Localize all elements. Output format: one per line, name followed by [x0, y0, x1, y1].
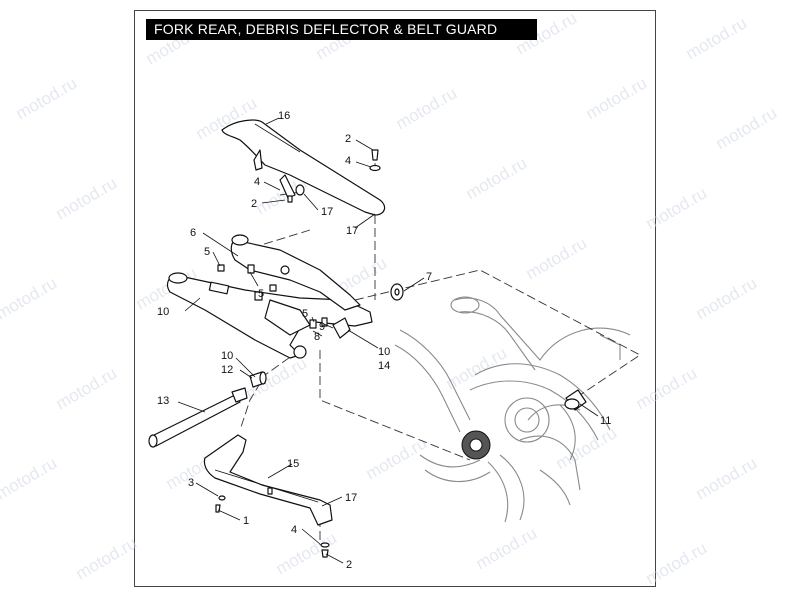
- callout-10: 10: [378, 346, 390, 358]
- diagram-title: FORK REAR, DEBRIS DEFLECTOR & BELT GUARD: [146, 19, 537, 40]
- callout-16: 16: [278, 110, 290, 122]
- callout-3: 3: [188, 477, 194, 489]
- callout-11: 11: [600, 415, 611, 427]
- callout-4: 4: [254, 176, 260, 188]
- watermark: motod.ru: [53, 173, 121, 223]
- pivot-bearings: [309, 317, 351, 339]
- watermark: motod.ru: [393, 83, 461, 133]
- callout-17: 17: [346, 225, 358, 237]
- callout-10: 10: [221, 350, 233, 362]
- watermark: motod.ru: [273, 528, 341, 578]
- callout-17: 17: [345, 492, 357, 504]
- debris-deflector: [203, 434, 333, 526]
- callout-8: 8: [314, 331, 320, 343]
- callout-7: 7: [426, 271, 432, 283]
- watermark: motod.ru: [643, 538, 711, 588]
- watermark: motod.ru: [13, 73, 81, 123]
- callout-14: 14: [378, 360, 390, 372]
- callout-12: 12: [221, 364, 233, 376]
- callout-numbers: 16 2 4 4 2 17 17 6 5 5 7 10 5 9 8 10 14 …: [157, 110, 611, 571]
- bushing-12: [249, 371, 267, 388]
- watermark: motod.ru: [0, 273, 60, 323]
- callout-2: 2: [346, 559, 352, 571]
- callout-9: 9: [319, 321, 325, 333]
- watermark: motod.ru: [693, 453, 761, 503]
- callout-13: 13: [157, 395, 169, 407]
- watermark: motod.ru: [363, 433, 431, 483]
- watermark: motod.ru: [463, 153, 531, 203]
- watermark: motod.ru: [713, 103, 781, 153]
- callout-10: 10: [157, 306, 169, 318]
- watermark: motod.ru: [633, 363, 701, 413]
- watermark-layer: motod.ru motod.ru motod.ru motod.ru moto…: [0, 8, 780, 588]
- watermark: motod.ru: [53, 363, 121, 413]
- watermark: motod.ru: [0, 453, 60, 503]
- leader-lines: [177, 117, 599, 564]
- watermark: motod.ru: [523, 233, 591, 283]
- pivot-shaft: [148, 387, 248, 448]
- callout-17: 17: [321, 206, 333, 218]
- callout-5: 5: [204, 246, 210, 258]
- watermark: motod.ru: [473, 523, 541, 573]
- washer-7: [390, 283, 404, 301]
- callout-2: 2: [251, 198, 257, 210]
- watermark: motod.ru: [643, 183, 711, 233]
- frame-ghost-illustration: [394, 296, 631, 523]
- watermark: motod.ru: [73, 533, 141, 583]
- callout-2: 2: [345, 133, 351, 145]
- callout-5: 5: [258, 288, 264, 300]
- fasteners: [215, 149, 381, 558]
- watermark: motod.ru: [583, 73, 651, 123]
- callout-15: 15: [287, 458, 299, 470]
- callout-5: 5: [302, 308, 308, 320]
- belt-guard: [221, 119, 386, 216]
- callout-1: 1: [243, 515, 249, 527]
- watermark: motod.ru: [553, 423, 621, 473]
- rear-fork-swingarm: [166, 234, 373, 359]
- callout-4: 4: [291, 524, 297, 536]
- callout-4: 4: [345, 155, 351, 167]
- watermark: motod.ru: [683, 13, 751, 63]
- watermark: motod.ru: [693, 273, 761, 323]
- callout-6: 6: [190, 227, 196, 239]
